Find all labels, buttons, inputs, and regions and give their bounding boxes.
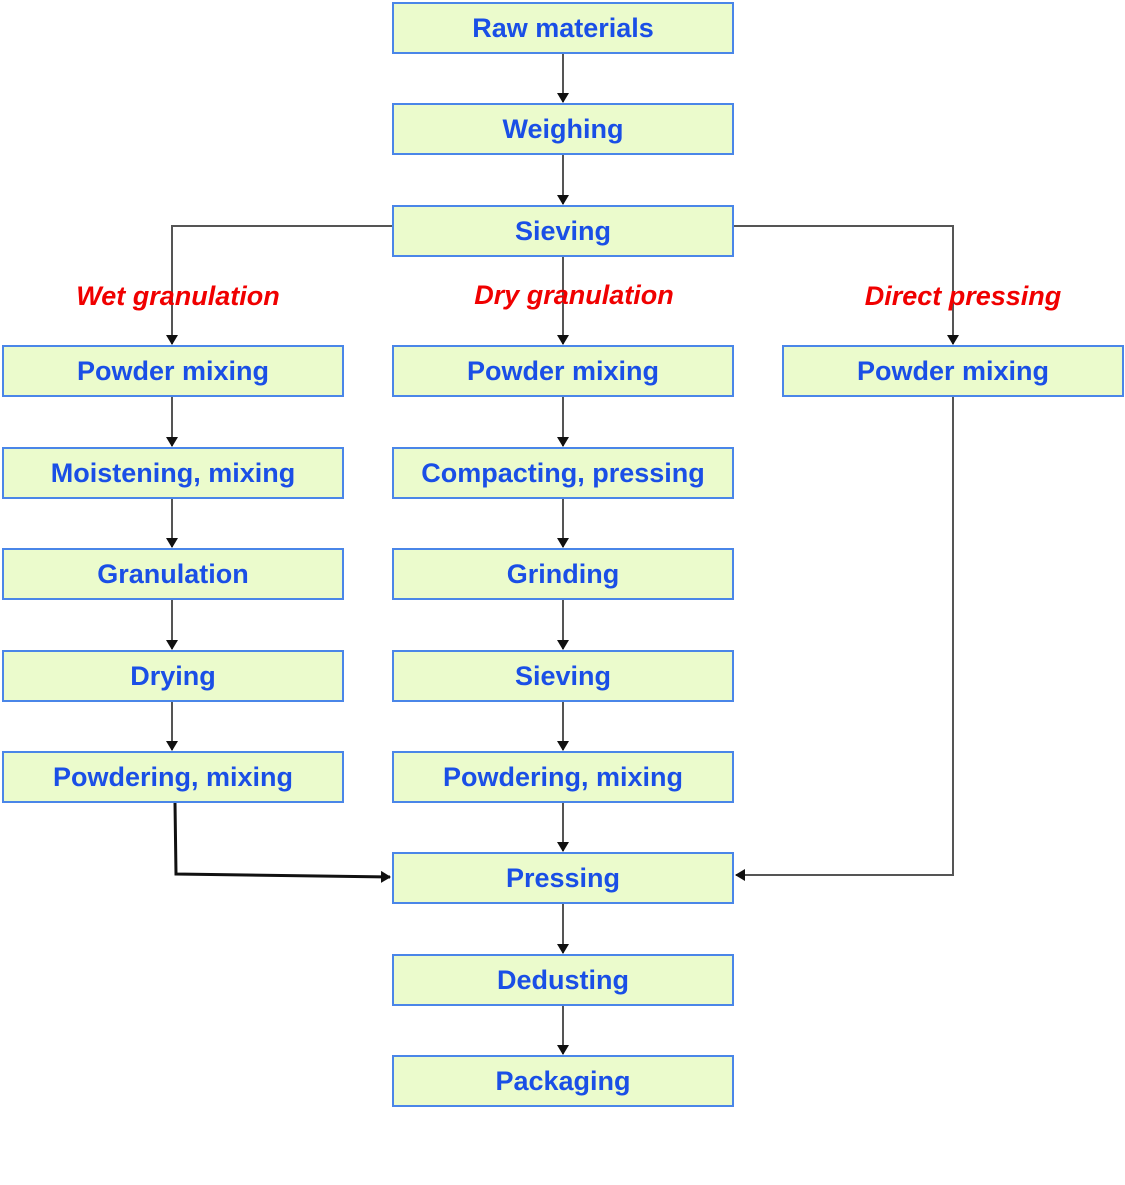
step-weighing: Weighing [392,103,734,155]
wet-step-powder-mixing: Powder mixing [2,345,344,397]
step-label: Granulation [97,558,249,589]
arrow-sieving-to-direct [734,225,959,345]
dry-step-compacting-pressing: Compacting, pressing [392,447,734,499]
step-label: Grinding [506,558,620,589]
wet-step-moistening-mixing: Moistening, mixing [2,447,344,499]
step-label: Drying [130,660,216,691]
dry-step-powdering-mixing: Powdering, mixing [392,751,734,803]
step-sieving: Sieving [392,205,734,257]
step-label: Pressing [505,862,621,893]
dry-step-sieving: Sieving [392,650,734,702]
dry-step-powder-mixing: Powder mixing [392,345,734,397]
step-label: Powder mixing [466,355,660,386]
step-raw-materials: Raw materials [392,2,734,54]
wet-step-granulation: Granulation [2,548,344,600]
step-label: Sieving [514,215,612,246]
step-label: Sieving [514,660,612,691]
wet-step-drying: Drying [2,650,344,702]
step-label: Powder mixing [856,355,1050,386]
step-label: Moistening, mixing [50,457,296,488]
wet-granulation-label: Wet granulation [76,281,280,311]
arrow-direct-to-pressing [735,397,954,881]
step-label: Powdering, mixing [442,761,684,792]
step-label: Dedusting [497,964,629,995]
step-label: Packaging [495,1065,631,1096]
direct-step-powder-mixing: Powder mixing [782,345,1124,397]
step-dedusting: Dedusting [392,954,734,1006]
step-packaging: Packaging [392,1055,734,1107]
step-label: Compacting, pressing [421,457,705,488]
dry-step-grinding: Grinding [392,548,734,600]
dry-granulation-label: Dry granulation [474,280,674,310]
step-label: Powdering, mixing [52,761,294,792]
step-label: Raw materials [472,12,654,43]
wet-step-powdering-mixing: Powdering, mixing [2,751,344,803]
step-pressing: Pressing [392,852,734,904]
direct-pressing-label: Direct pressing [864,281,1062,311]
step-label: Weighing [502,113,624,144]
arrow-sieving-to-wet [166,225,392,345]
arrow-wet-to-pressing [173,802,391,883]
step-label: Powder mixing [76,355,270,386]
